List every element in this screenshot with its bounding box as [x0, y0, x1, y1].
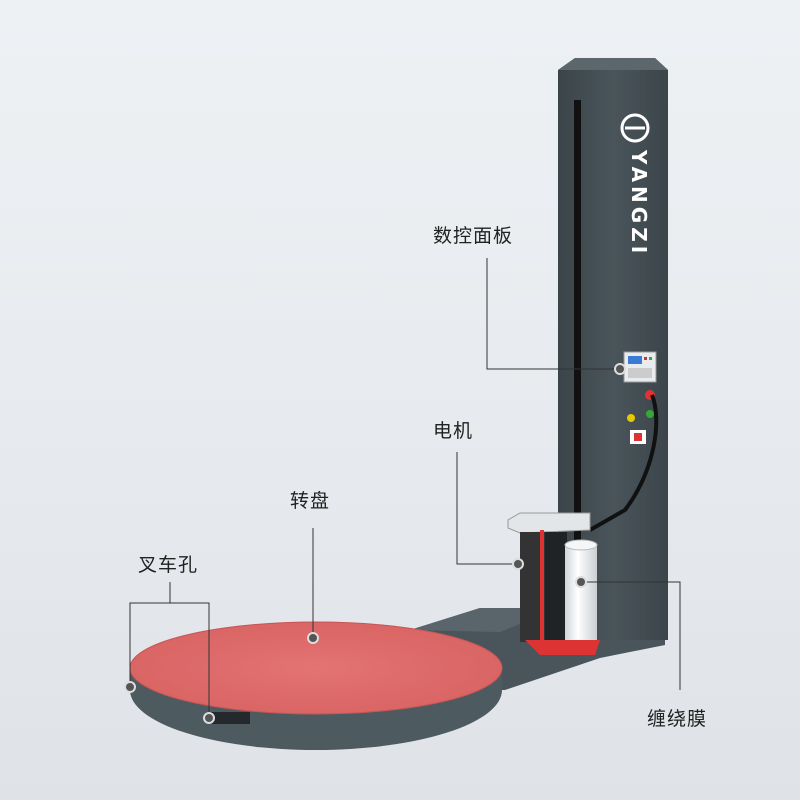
film-carriage	[507, 512, 600, 655]
mast-column	[558, 58, 668, 640]
callout-forklift-holes: 叉车孔	[138, 554, 199, 576]
turntable	[129, 621, 503, 750]
callout-lines	[129, 258, 681, 718]
control-panel	[589, 351, 659, 532]
svg-text:YANGZI: YANGZI	[627, 149, 651, 257]
callout-motor: 电机	[433, 420, 474, 442]
callout-dots	[124, 363, 626, 724]
callout-turntable: 转盘	[290, 490, 331, 512]
brand-logo: YANGZI	[620, 113, 651, 257]
callout-stretch-film: 缠绕膜	[647, 708, 708, 730]
callout-control-panel: 数控面板	[433, 225, 514, 247]
